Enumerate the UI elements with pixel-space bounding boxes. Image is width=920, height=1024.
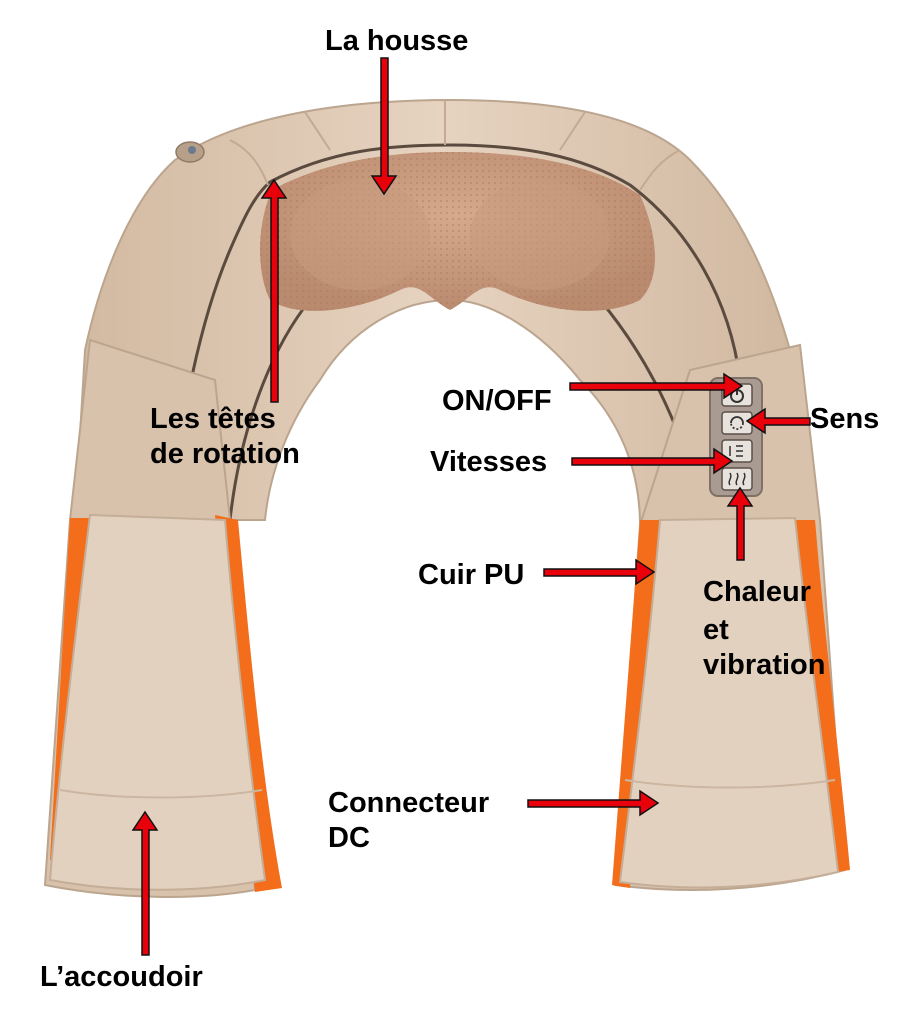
label-heat-2: et [703, 614, 729, 646]
arrow-dc-connector [527, 789, 660, 817]
heat-icon[interactable] [721, 467, 753, 491]
label-dc-1: Connecteur [328, 787, 490, 819]
label-heat-1: Chaleur [703, 576, 811, 608]
label-rotation-heads-2: de rotation [150, 438, 300, 470]
speed-icon[interactable] [721, 439, 753, 463]
arrow-speeds [571, 447, 734, 475]
arrow-armrest [131, 810, 159, 956]
label-speeds: Vitesses [430, 446, 548, 478]
rotate-icon[interactable] [721, 411, 753, 435]
arrow-heat [726, 486, 754, 561]
label-on-off: ON/OFF [442, 385, 552, 417]
label-pu-leather: Cuir PU [418, 559, 525, 591]
arrow-on-off [569, 372, 744, 400]
label-rotation-heads-1: Les têtes [150, 403, 276, 435]
label-cover: La housse [325, 25, 469, 57]
arrow-pu-leather [543, 558, 656, 586]
arrow-cover [370, 57, 398, 196]
label-dc-2: DC [328, 822, 370, 854]
rotation-head-left [290, 180, 430, 290]
rotation-head-right [470, 180, 610, 290]
label-armrest: L’accoudoir [40, 961, 203, 993]
label-direction: Sens [810, 403, 880, 435]
arrow-direction [745, 407, 811, 435]
right-armrest-pocket [618, 516, 840, 889]
arrow-rotation-heads [260, 178, 288, 403]
label-heat-3: vibration [703, 649, 826, 681]
